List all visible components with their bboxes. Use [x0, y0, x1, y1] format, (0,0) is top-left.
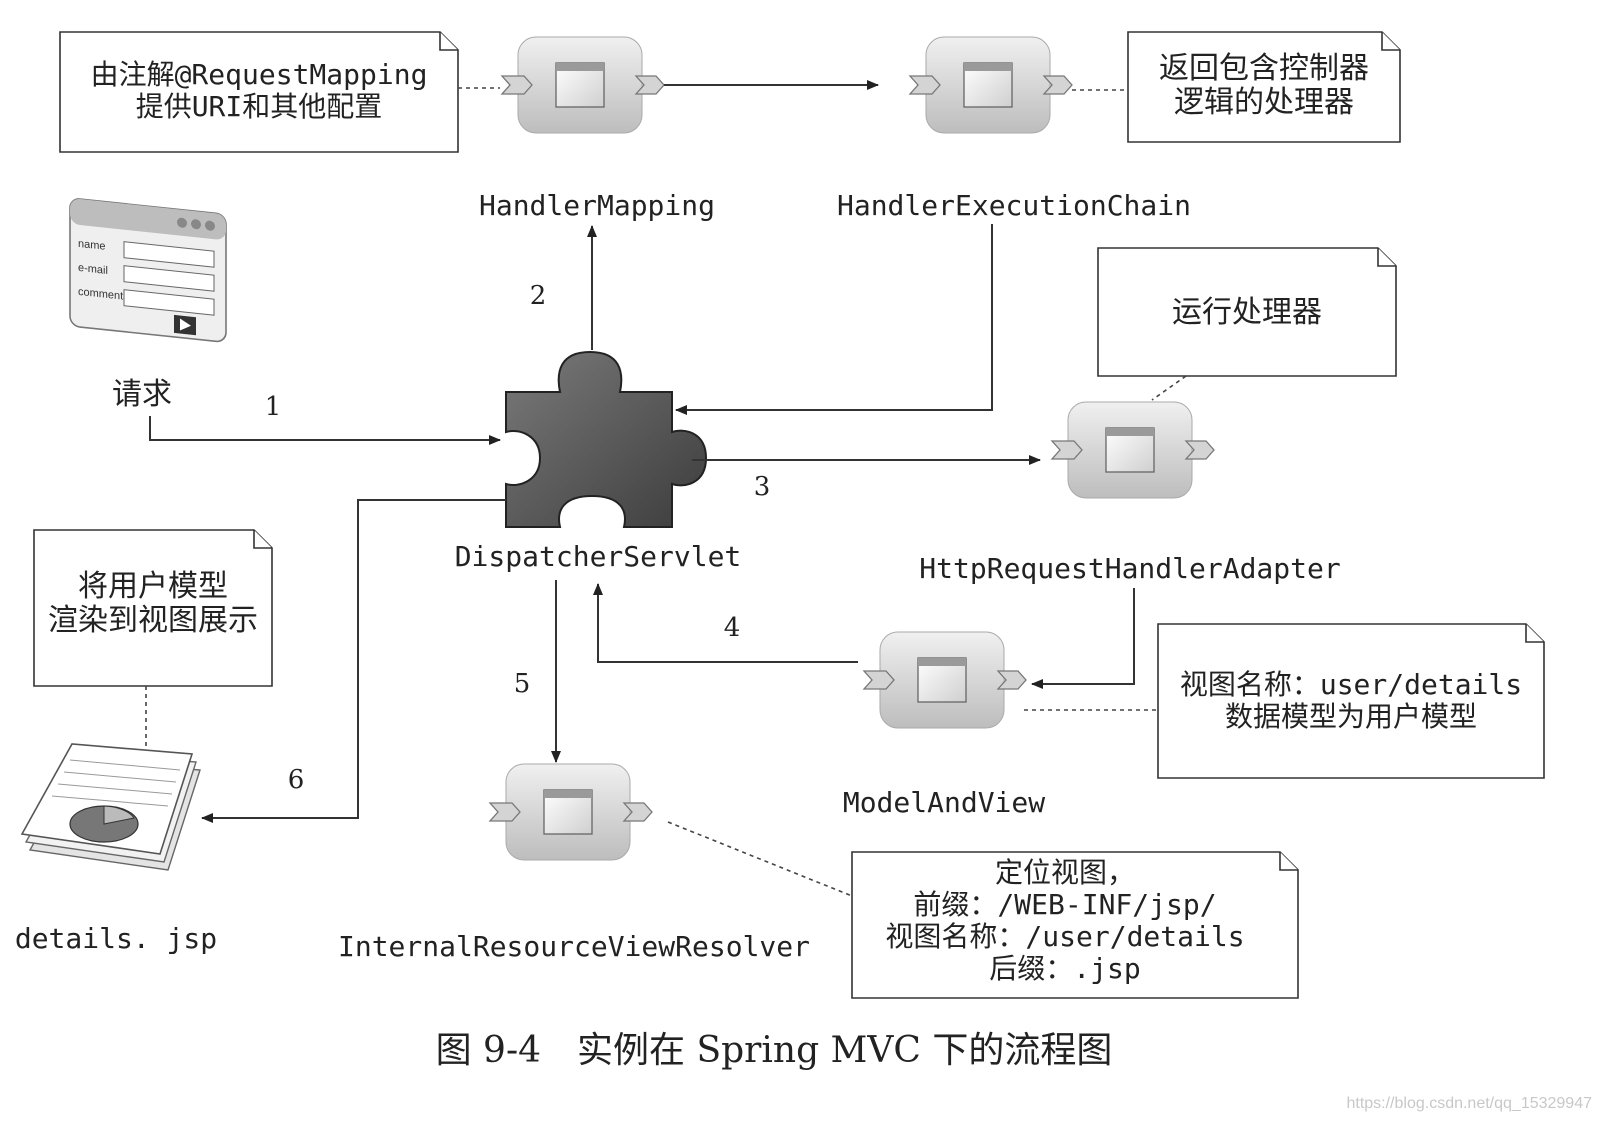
internal-resource-view-resolver-chip-icon: [488, 763, 653, 861]
http-request-handler-adapter-chip-icon: [1050, 401, 1215, 499]
note-view-name-line2: 数据模型为用户模型: [1225, 700, 1477, 733]
note-render-view-line2: 渲染到视图展示: [48, 603, 258, 638]
form-comments-label: comments: [78, 286, 129, 303]
dispatcher-servlet-label: DispatcherServlet: [455, 540, 742, 573]
note-view-name-line1: 视图名称：user/details: [1180, 668, 1522, 701]
note-return-handler: 返回包含控制器 逻辑的处理器: [1127, 31, 1401, 143]
step-3-label: 3: [754, 472, 771, 502]
note-render-view-line1: 将用户模型: [78, 569, 228, 604]
http-request-handler-adapter-label: HttpRequestHandlerAdapter: [919, 552, 1340, 585]
step-2-label: 2: [530, 281, 547, 311]
dispatcher-servlet-puzzle-icon: [505, 350, 708, 528]
arrow-adapter-to-modelandview: [1031, 588, 1135, 689]
arrow-step-4: [593, 583, 858, 663]
handler-execution-chain-chip-icon: [908, 36, 1073, 134]
form-name-label: name: [78, 238, 105, 253]
note-render-view: 将用户模型 渲染到视图展示: [33, 529, 273, 687]
form-email-label: e-mail: [78, 262, 108, 277]
details-jsp-label: details. jsp: [15, 922, 217, 955]
browser-form-icon: name e-mail comments: [69, 198, 227, 343]
step-4-label: 4: [724, 613, 741, 643]
note-run-handler-line1: 运行处理器: [1172, 295, 1322, 330]
arrow-step-6: [201, 499, 506, 823]
handler-mapping-label: HandlerMapping: [479, 189, 715, 222]
handler-mapping-chip-icon: [500, 36, 665, 134]
note-request-mapping-line1: 由注解@RequestMapping: [91, 58, 428, 91]
watermark: https://blog.csdn.net/qq_15329947: [1346, 1095, 1592, 1112]
step-1-label: 1: [265, 392, 282, 422]
arrow-step-1: [149, 416, 501, 445]
note-request-mapping-line2: 提供URI和其他配置: [136, 90, 383, 123]
model-and-view-label: ModelAndView: [843, 786, 1045, 819]
arrow-chain-to-dispatcher: [675, 224, 993, 415]
details-jsp-document-icon: [20, 743, 201, 871]
request-label: 请求: [112, 377, 172, 412]
dashed-connector-locate-view: [667, 821, 853, 897]
note-request-mapping: 由注解@RequestMapping 提供URI和其他配置: [59, 31, 459, 153]
note-locate-view-line4: 后缀：.jsp: [989, 952, 1140, 985]
internal-resource-view-resolver-label: InternalResourceViewResolver: [338, 930, 810, 963]
note-locate-view-line3: 视图名称：/user/details: [885, 920, 1244, 953]
note-locate-view-line2: 前缀：/WEB-INF/jsp/: [913, 888, 1216, 921]
note-view-name: 视图名称：user/details 数据模型为用户模型: [1157, 623, 1545, 779]
note-run-handler: 运行处理器: [1097, 247, 1397, 377]
note-locate-view: 定位视图， 前缀：/WEB-INF/jsp/ 视图名称：/user/detail…: [851, 851, 1299, 999]
note-locate-view-line1: 定位视图，: [995, 856, 1135, 889]
step-6-label: 6: [288, 765, 305, 795]
handler-execution-chain-label: HandlerExecutionChain: [837, 189, 1191, 222]
note-return-handler-line1: 返回包含控制器: [1159, 51, 1369, 86]
note-return-handler-line2: 逻辑的处理器: [1174, 85, 1354, 120]
step-5-label: 5: [514, 669, 531, 699]
model-and-view-chip-icon: [862, 631, 1027, 729]
dashed-connector-run-handler: [1151, 375, 1187, 401]
figure-caption: 图 9-4 实例在 Spring MVC 下的流程图: [436, 1030, 1113, 1071]
